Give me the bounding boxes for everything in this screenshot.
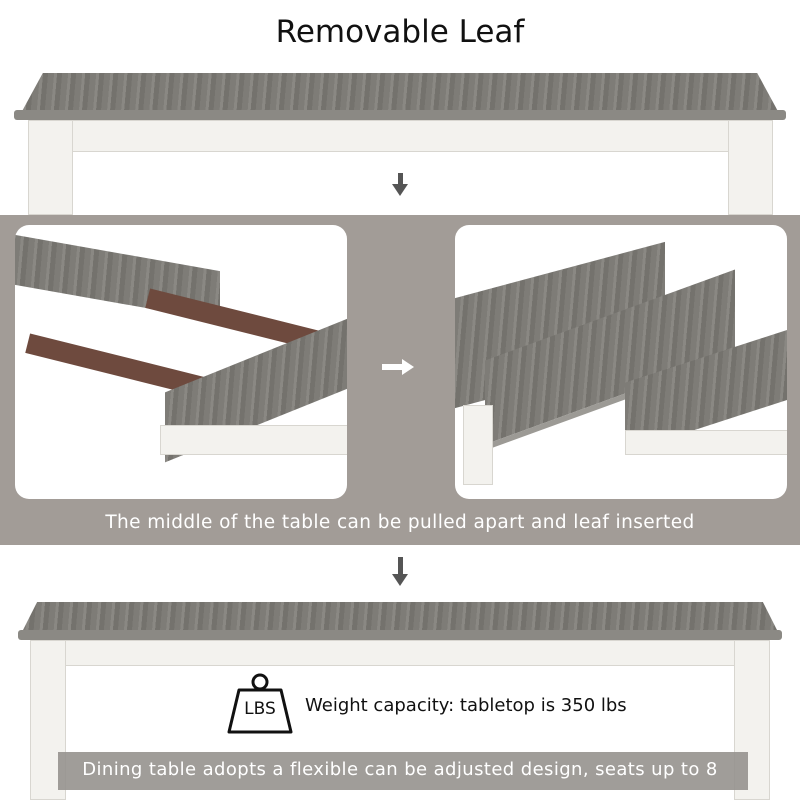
weight-icon: LBS (225, 672, 295, 736)
bottom-caption-bar (58, 752, 748, 790)
bottom-caption: Dining table adopts a flexible can be ad… (82, 759, 718, 780)
table-pulled-apart-image (15, 225, 347, 499)
table-closed-image (0, 70, 800, 215)
middle-caption: The middle of the table can be pulled ap… (105, 512, 695, 533)
arrow-down-icon (398, 173, 403, 185)
leaf-inserted-image (455, 225, 787, 499)
arrow-right-icon (382, 364, 404, 370)
weight-capacity-text: Weight capacity: tabletop is 350 lbs (305, 695, 627, 716)
arrow-down-icon-2 (398, 557, 403, 575)
page-title: Removable Leaf (275, 14, 525, 50)
weight-icon-label: LBS (244, 699, 276, 719)
